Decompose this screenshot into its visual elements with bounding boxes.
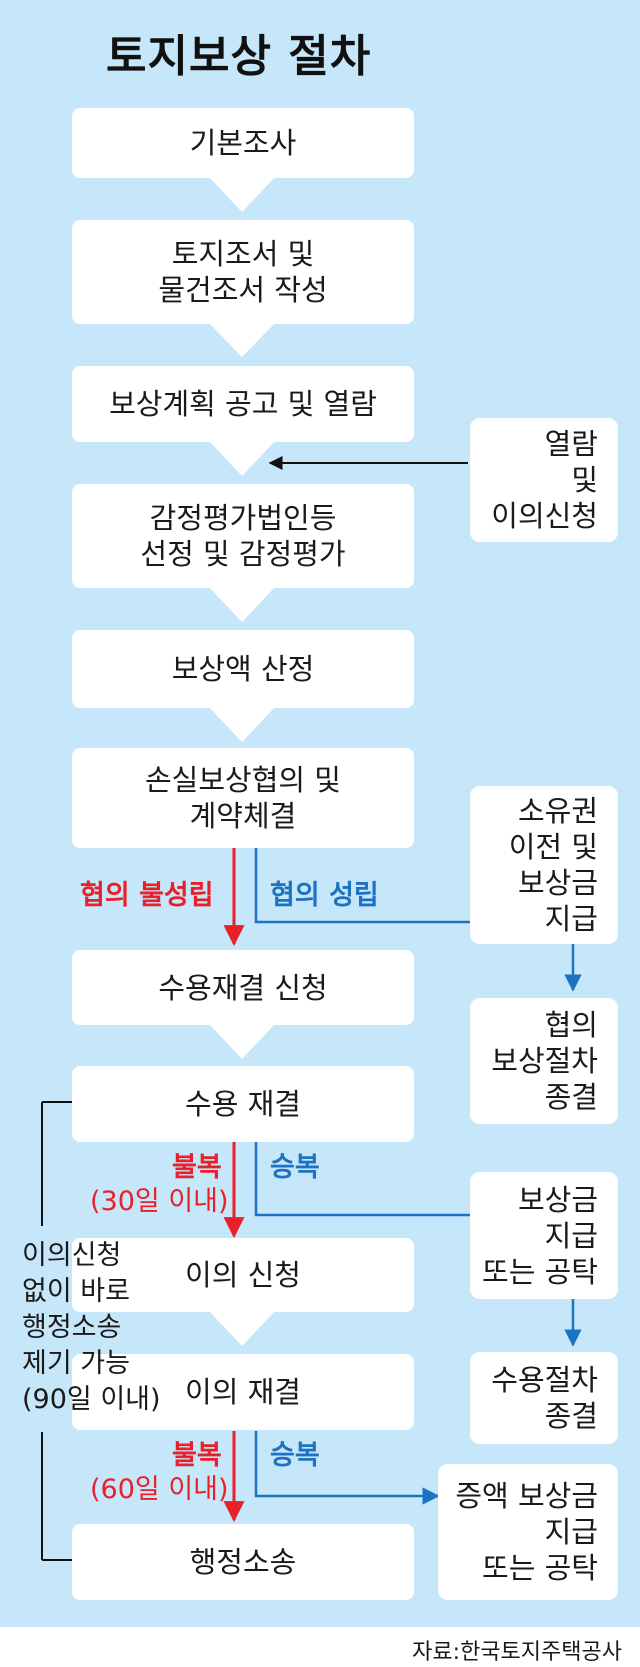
side-label: 지급 <box>544 1218 598 1253</box>
chevron-connector <box>208 1310 276 1346</box>
step-label: 수용 재결 <box>185 1087 301 1121</box>
step-label: 토지조서 및 <box>171 237 315 271</box>
side-label: 보상절차 <box>491 1044 598 1078</box>
side-payment-deposit: 보상금 지급 또는 공탁 <box>470 1172 618 1299</box>
chevron-connector <box>208 706 276 742</box>
side-label: 또는 공탁 <box>482 1254 598 1289</box>
chevron-connector <box>208 176 276 212</box>
objection-label-2: 불복 <box>172 1440 222 1471</box>
diagram-title: 토지보상 절차 <box>106 31 372 82</box>
step-label: 손실보상협의 및 <box>145 763 341 797</box>
step-label: 행정소송 <box>189 1545 297 1579</box>
side-label: 및 <box>571 463 598 497</box>
step-objection-filing: 이의 신청 <box>72 1238 414 1312</box>
step-label: 보상액 산정 <box>171 652 315 686</box>
side-label: 증액 보상금 <box>455 1479 598 1513</box>
step-administrative-lawsuit: 행정소송 <box>72 1524 414 1600</box>
bypass-note: 이의신청 없이 바로 행정소송 제기 가능 (90일 이내) <box>22 1238 161 1418</box>
step-label: 이의 재결 <box>185 1375 301 1409</box>
objection-deadline-1: (30일 이내) <box>90 1186 229 1217</box>
step-label: 물건조서 작성 <box>158 273 328 307</box>
side-negotiation-closed: 협의 보상절차 종결 <box>470 998 618 1124</box>
bypass-note-line: (90일 이내) <box>22 1384 161 1415</box>
step-adjudication: 수용 재결 <box>72 1066 414 1142</box>
step-label: 선정 및 감정평가 <box>140 537 346 571</box>
side-label: 종결 <box>544 1399 598 1433</box>
step-label: 기본조사 <box>189 126 297 160</box>
side-label: 이의신청 <box>491 499 598 533</box>
side-label: 열람 <box>544 427 598 461</box>
objection-deadline-2: (60일 이내) <box>90 1474 229 1505</box>
side-label: 이전 및 <box>508 830 598 864</box>
step-amount-calculation: 보상액 산정 <box>72 630 414 708</box>
side-expropriation-closed: 수용절차 종결 <box>470 1352 618 1444</box>
step-objection-ruling: 이의 재결 <box>72 1354 414 1430</box>
bypass-note-line: 행정소송 <box>22 1312 122 1343</box>
step-appraisal: 감정평가법인등 선정 및 감정평가 <box>72 484 414 588</box>
chevron-connector <box>208 1023 276 1059</box>
step-land-register: 토지조서 및 물건조서 작성 <box>72 220 414 324</box>
accept-arrow-1 <box>254 1142 502 1224</box>
side-ownership-transfer: 소유권 이전 및 보상금 지급 <box>470 786 618 944</box>
chevron-connector <box>208 586 276 622</box>
step-label: 계약체결 <box>189 799 297 833</box>
step-label: 보상계획 공고 및 열람 <box>109 387 377 421</box>
side-review-objection: 열람 및 이의신청 <box>470 418 618 542</box>
bypass-note-line: 제기 가능 <box>22 1348 130 1379</box>
step-compensation-plan: 보상계획 공고 및 열람 <box>72 366 414 442</box>
side-label: 또는 공탁 <box>482 1551 598 1585</box>
side-label: 수용절차 <box>491 1363 598 1397</box>
objection-label-1: 불복 <box>172 1152 222 1183</box>
step-adjudication-request: 수용재결 신청 <box>72 950 414 1025</box>
side-label: 보상금 <box>517 1182 598 1217</box>
source-credit: 자료:한국토지주택공사 <box>412 1640 622 1665</box>
chevron-connector <box>208 322 276 357</box>
side-label: 종결 <box>544 1080 598 1114</box>
negotiation-success-arrow <box>254 848 502 931</box>
step-label: 감정평가법인등 <box>149 501 337 535</box>
accept-arrow-2 <box>254 1431 440 1505</box>
side-label: 지급 <box>544 902 598 936</box>
step-label: 이의 신청 <box>185 1258 301 1292</box>
side-label: 협의 <box>544 1008 598 1042</box>
accept-label-1: 승복 <box>270 1152 320 1183</box>
step-basic-survey: 기본조사 <box>72 108 414 178</box>
side-label: 보상금 <box>517 866 598 900</box>
negotiation-fail-label: 협의 불성립 <box>80 880 214 911</box>
chevron-connector <box>208 440 276 476</box>
negotiation-success-label: 협의 성립 <box>270 880 379 911</box>
bypass-note-line: 없이 바로 <box>22 1276 130 1307</box>
side-label: 소유권 <box>517 794 598 828</box>
side-label: 지급 <box>544 1515 598 1549</box>
bypass-note-line: 이의신청 <box>22 1240 122 1271</box>
accept-label-2: 승복 <box>270 1440 320 1471</box>
step-negotiation: 손실보상협의 및 계약체결 <box>72 748 414 848</box>
side-increased-payment: 증액 보상금 지급 또는 공탁 <box>438 1464 618 1600</box>
step-label: 수용재결 신청 <box>158 970 328 1005</box>
